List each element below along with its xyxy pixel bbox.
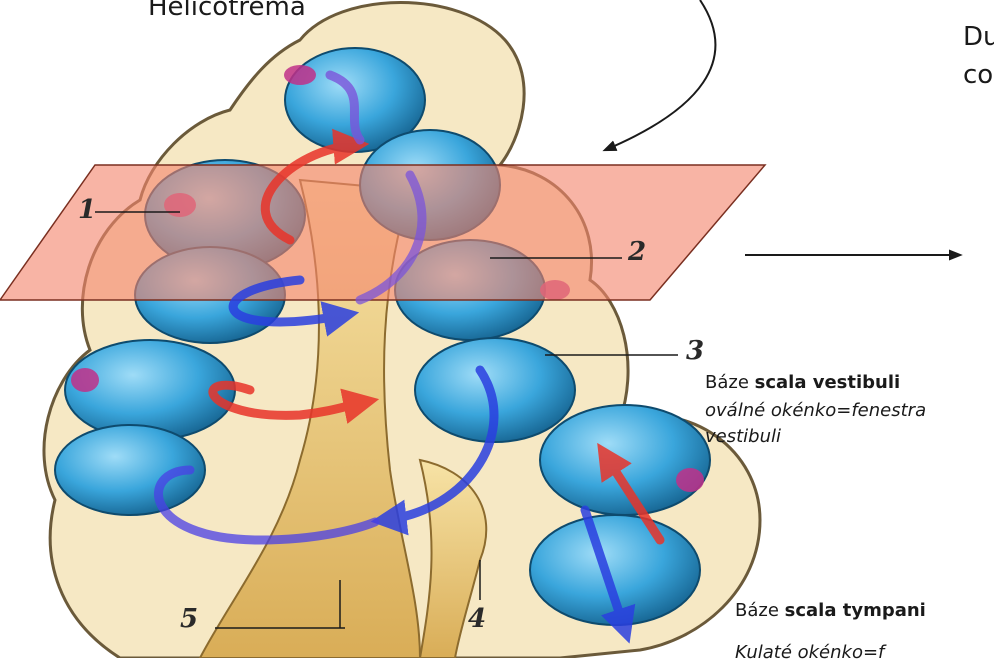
label-number-3: 3 — [686, 336, 704, 366]
oval-window-note-line1: oválné okénko=fenestra — [705, 400, 926, 421]
curved-pointer-arrow — [605, 0, 715, 150]
scala-tympani-term: scala tympani — [785, 600, 926, 621]
label-number-2: 2 — [628, 237, 646, 267]
clipped-title-line1: Du — [963, 22, 994, 52]
scala-tympani-prefix: Báze — [735, 600, 785, 621]
scala-vestibuli-term: scala vestibuli — [755, 372, 901, 393]
scala-vestibuli-label: Báze scala vestibuli — [705, 372, 900, 393]
oval-window-note-line2: vestibuli — [705, 426, 781, 447]
label-number-4: 4 — [468, 604, 486, 634]
label-number-1: 1 — [78, 195, 96, 225]
scala-tympani-label: Báze scala tympani — [735, 600, 926, 621]
round-window-note: Kulaté okénko=f — [735, 642, 884, 663]
cutting-plane — [0, 165, 765, 300]
helicotrema-label: Helicotrema — [148, 0, 306, 22]
label-number-5: 5 — [180, 604, 198, 634]
scala-vestibuli-prefix: Báze — [705, 372, 755, 393]
clipped-title-line2: co — [963, 60, 993, 90]
